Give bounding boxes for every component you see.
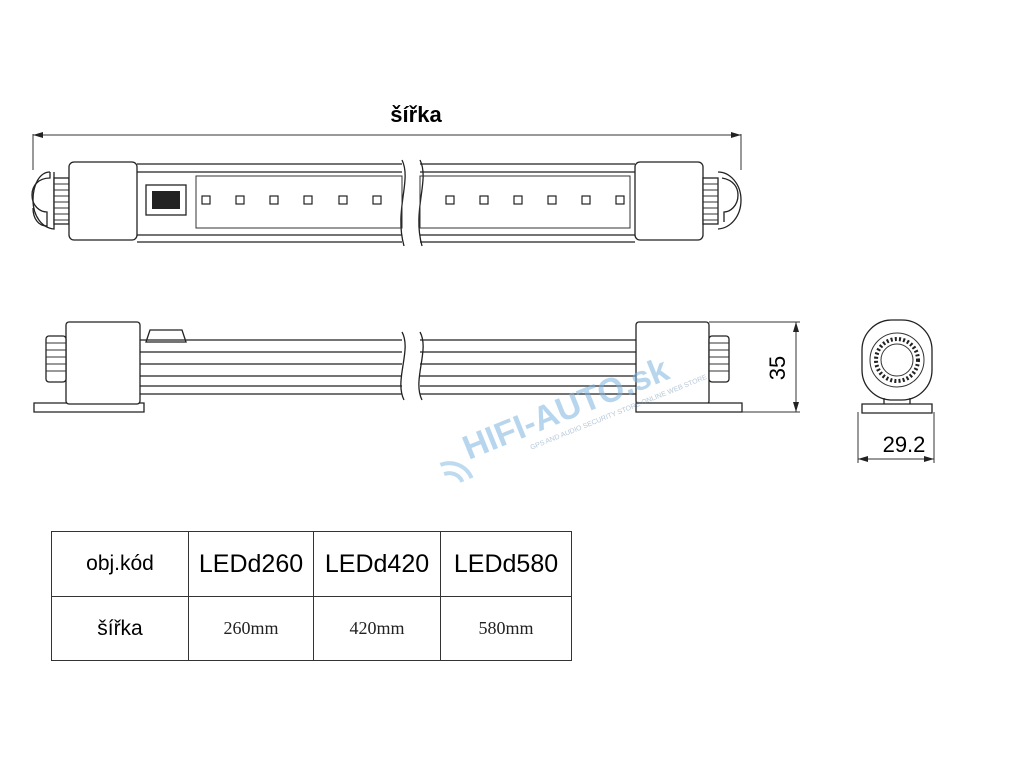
left-clip [31,172,51,227]
right-base-plate [635,402,743,413]
right-knob [702,177,719,225]
left-end-block [65,321,141,405]
left-knob [53,177,70,225]
right-end-cap [634,161,704,241]
code-580: LEDd580 [453,549,559,578]
top-view: šířka [31,102,742,247]
code-420: LEDd420 [324,549,430,578]
switch-side [145,329,187,343]
end-view: 29.2 [857,319,935,463]
width-420: 420mm [349,618,405,638]
width-260: 260mm [223,618,279,638]
bar-body-side [140,331,636,401]
end-view-knurl [874,337,920,383]
row-header-width: šířka [97,616,143,640]
code-260: LEDd260 [198,549,304,578]
switch-rocker [152,191,180,209]
wifi-icon [439,461,474,483]
led-row [201,195,625,205]
end-view-housing [861,319,933,401]
depth-dimension: 29.2 [857,412,935,463]
side-view: 35 [33,321,800,413]
end-view-outer-ring [869,332,925,388]
right-clip [717,171,742,230]
row-header-code: obj.kód [86,552,154,575]
table-row-code: obj.kód LEDd260 LEDd420 LEDd580 [51,531,572,597]
depth-label: 29.2 [883,432,926,457]
table-row-width: šířka 260mm 420mm 580mm [51,596,572,661]
end-view-inner-ring [880,343,914,377]
spec-table: obj.kód LEDd260 LEDd420 LEDd580 šířka 26… [51,531,572,661]
width-dimension: šířka [32,102,742,170]
bar-body-top [137,159,635,247]
end-view-foot [861,403,933,414]
width-580: 580mm [478,618,534,638]
width-label: šířka [390,102,442,127]
left-end-cap [68,161,138,241]
height-dimension: 35 [709,321,800,413]
height-label: 35 [765,356,790,380]
